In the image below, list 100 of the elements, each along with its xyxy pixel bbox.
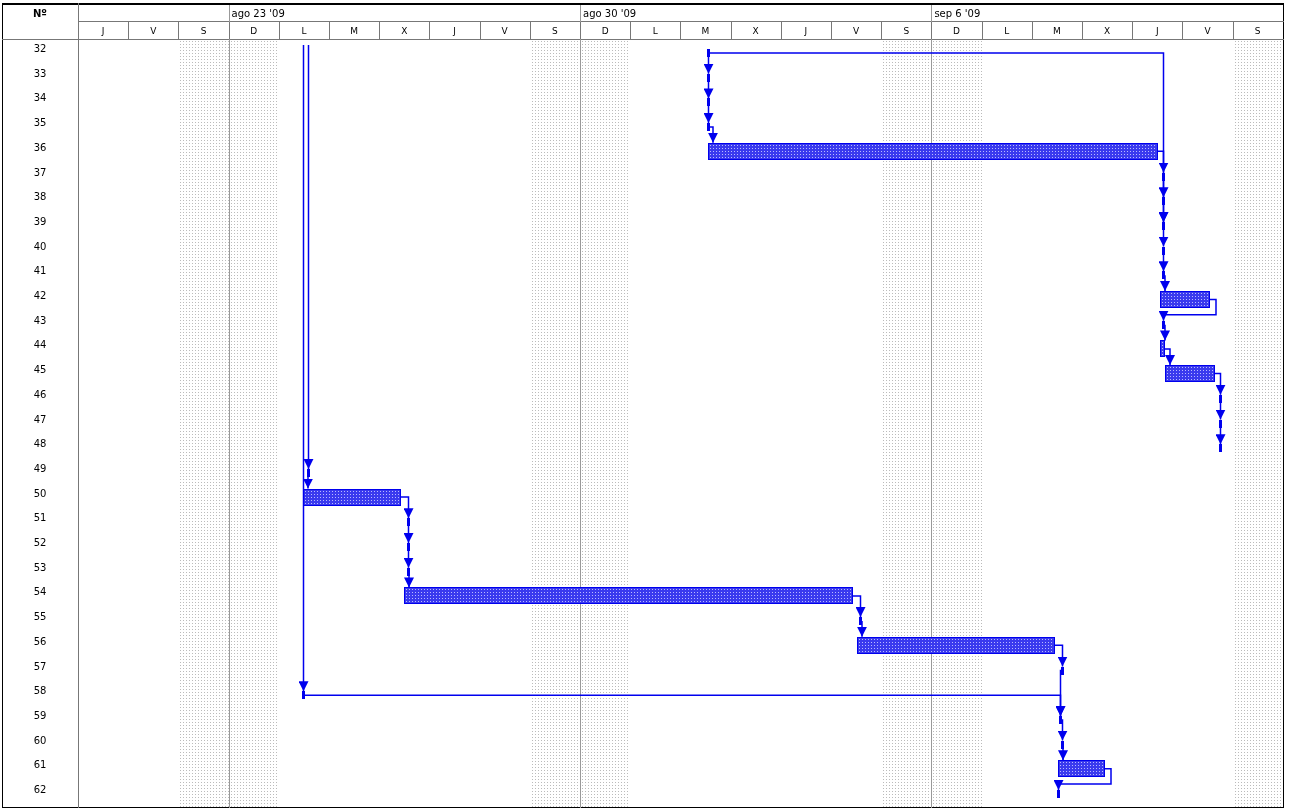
dependency-arrow: [404, 570, 414, 589]
task-bar: [1165, 365, 1215, 383]
task-bar: [708, 142, 1158, 160]
dependency-arrow: [303, 472, 313, 490]
day-header: J: [100, 25, 106, 37]
row-number: 39: [32, 215, 48, 228]
day-header: X: [1103, 25, 1112, 37]
milestone-tick: [407, 567, 410, 576]
milestone-tick: [1059, 715, 1062, 724]
row-number: 44: [32, 339, 48, 352]
milestone-tick: [1061, 740, 1064, 749]
milestone-tick: [1162, 221, 1165, 230]
row-number: 56: [32, 635, 48, 648]
day-header: L: [651, 25, 659, 37]
row-number: 57: [32, 660, 48, 673]
day-header: S: [551, 25, 559, 37]
day-header: M: [349, 25, 359, 37]
dependency-arrow: [403, 521, 414, 544]
milestone-tick: [307, 468, 310, 477]
dependency-arrow: [304, 694, 1066, 717]
milestone-tick: [1162, 197, 1165, 206]
dependency-arrow: [1058, 743, 1068, 762]
day-header: V: [852, 25, 861, 37]
dependency-arrow: [1158, 175, 1169, 198]
dependency-arrow: [1053, 768, 1112, 791]
day-header: J: [803, 25, 809, 37]
dependency-arrow: [852, 595, 866, 618]
dependency-arrow: [1057, 719, 1068, 742]
row-number: 48: [32, 438, 48, 451]
milestone-tick: [1162, 172, 1165, 181]
week-header: sep 6 '09: [934, 8, 981, 20]
dependency-arrow: [1215, 422, 1226, 445]
column-header: Nº: [32, 8, 48, 20]
day-header: L: [300, 25, 308, 37]
milestone-tick: [407, 543, 410, 551]
row-number: 34: [32, 92, 48, 105]
task-bar: [857, 636, 1055, 654]
row-number: 40: [32, 240, 48, 253]
task-bar: [404, 587, 853, 605]
row-number: 41: [32, 265, 48, 278]
day-header: X: [400, 25, 409, 37]
dependency-arrow: [1164, 348, 1175, 366]
day-header: D: [600, 25, 610, 37]
row-number: 52: [32, 537, 48, 549]
row-number: 58: [32, 685, 48, 698]
task-bar: [1160, 291, 1210, 308]
dependency-arrow: [1160, 274, 1170, 292]
day-header: M: [1052, 25, 1062, 37]
dependency-arrow: [857, 620, 867, 638]
day-header: M: [700, 25, 711, 37]
dependency-arrow: [298, 44, 309, 692]
day-header: S: [199, 25, 208, 37]
dependency-arrow: [1158, 249, 1169, 273]
row-number: 38: [32, 191, 48, 204]
day-header: L: [1003, 25, 1011, 37]
row-number: 36: [32, 141, 48, 154]
row-number: 55: [32, 611, 48, 624]
day-header: V: [500, 25, 509, 37]
day-header: S: [902, 25, 911, 37]
day-header: D: [952, 25, 961, 37]
milestone-tick: [1061, 666, 1064, 675]
dependency-arrow: [1160, 323, 1170, 342]
dependency-arrow: [400, 496, 414, 520]
row-number: 45: [32, 364, 48, 377]
row-number: 53: [32, 561, 48, 574]
row-number: 47: [32, 413, 48, 426]
day-header: D: [249, 25, 259, 37]
row-number: 50: [32, 487, 48, 500]
milestone-tick: [1162, 271, 1165, 280]
row-number: 54: [32, 586, 48, 599]
milestone-tick: [1162, 246, 1165, 255]
row-number: 60: [32, 734, 48, 747]
milestone-tick: [1219, 394, 1222, 403]
dependency-arrow: [1158, 298, 1217, 322]
dependency-arrow: [303, 44, 314, 470]
milestone-tick: [407, 518, 410, 527]
row-number: 35: [32, 117, 48, 130]
dependency-arrow: [403, 546, 414, 569]
milestone-tick: [302, 691, 305, 700]
dependency-arrow: [1215, 398, 1226, 421]
milestone-tick: [1162, 320, 1165, 329]
row-number: 42: [32, 290, 48, 302]
dependency-arrow: [1054, 644, 1068, 668]
row-number: 61: [32, 759, 48, 772]
milestone-tick: [1219, 444, 1222, 453]
milestone-tick: [859, 617, 862, 626]
row-number: 32: [32, 43, 48, 55]
milestone-tick: [707, 49, 710, 57]
day-header: V: [1203, 25, 1212, 37]
task-bar: [303, 488, 401, 506]
task-bar: [1058, 760, 1105, 778]
row-number: 43: [32, 314, 48, 327]
milestone-tick: [707, 98, 710, 107]
row-number: 37: [32, 166, 48, 179]
week-header: ago 23 '09: [231, 8, 285, 20]
milestone-tick: [1057, 790, 1060, 798]
day-header: J: [451, 25, 457, 37]
milestone-tick: [1219, 419, 1222, 428]
row-number: 46: [32, 388, 48, 401]
row-number: 62: [32, 784, 48, 796]
